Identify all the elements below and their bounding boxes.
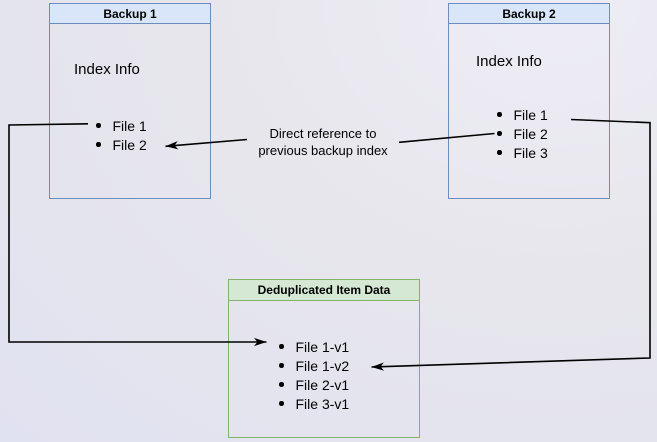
- backup-1-header: Backup 1: [50, 4, 210, 24]
- bullet-icon: [279, 344, 284, 349]
- dedup-item-list: File 1-v1 File 1-v2 File 2-v1 File 3-v1: [279, 337, 349, 413]
- list-item: File 1: [96, 116, 147, 135]
- list-item: File 2-v1: [279, 375, 349, 394]
- file-label: File 1: [513, 106, 548, 123]
- bullet-icon: [96, 123, 101, 128]
- file-label: File 2-v1: [295, 376, 350, 393]
- file-label: File 2: [513, 125, 548, 142]
- backup-1-index-info-label: Index Info: [74, 61, 140, 78]
- list-item: File 3: [497, 143, 548, 162]
- bullet-icon: [279, 401, 284, 406]
- bullet-icon: [96, 142, 101, 147]
- file-label: File 1-v1: [295, 338, 350, 355]
- bullet-icon: [497, 131, 502, 136]
- dedup-header: Deduplicated Item Data: [229, 280, 419, 301]
- list-item: File 1: [497, 105, 548, 124]
- backup-1-title: Backup 1: [103, 6, 157, 21]
- node-deduplicated-item-data: Deduplicated Item Data File 1-v1 File 1-…: [228, 279, 420, 438]
- file-label: File 1: [112, 117, 147, 134]
- edge-annotation-line2: previous backup index: [258, 143, 388, 158]
- backup-2-index-info-label: Index Info: [476, 53, 542, 70]
- edge-annotation-line1: Direct reference to: [269, 126, 377, 141]
- list-item: File 2: [497, 124, 548, 143]
- file-label: File 3-v1: [295, 395, 350, 412]
- list-item: File 3-v1: [279, 394, 349, 413]
- file-label: File 3: [513, 144, 548, 161]
- node-backup-2: Backup 2 Index Info File 1 File 2 File 3: [448, 3, 610, 199]
- node-backup-1: Backup 1 Index Info File 1 File 2: [49, 3, 211, 199]
- backup-1-file-list: File 1 File 2: [96, 116, 147, 154]
- list-item: File 1-v1: [279, 337, 349, 356]
- list-item: File 2: [96, 135, 147, 154]
- dedup-title: Deduplicated Item Data: [257, 283, 391, 297]
- list-item: File 1-v2: [279, 356, 349, 375]
- bullet-icon: [279, 363, 284, 368]
- bullet-icon: [497, 112, 502, 117]
- backup-2-title: Backup 2: [502, 6, 556, 21]
- bullet-icon: [279, 382, 284, 387]
- backup-2-file-list: File 1 File 2 File 3: [497, 105, 548, 162]
- file-label: File 2: [112, 136, 147, 153]
- backup-2-header: Backup 2: [449, 4, 609, 24]
- edge-annotation: Direct reference to previous backup inde…: [233, 125, 413, 159]
- bullet-icon: [497, 150, 502, 155]
- file-label: File 1-v2: [295, 357, 350, 374]
